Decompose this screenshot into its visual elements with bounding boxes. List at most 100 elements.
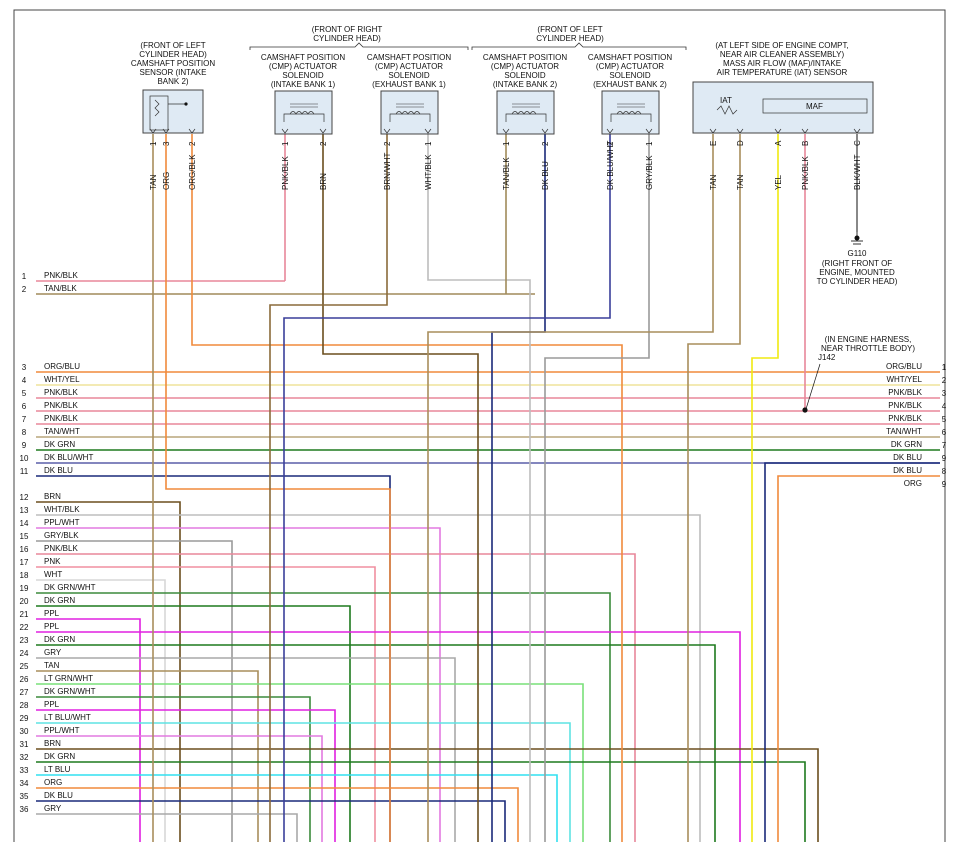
pin-wire-label: GRY/BLK <box>645 155 654 190</box>
left-wire-label: LT BLU/WHT <box>44 713 91 722</box>
left-pin-number: 34 <box>20 779 29 788</box>
wire-right-8 <box>764 462 940 842</box>
ground-g110-label: G110 <box>848 249 868 258</box>
left-pin-number: 28 <box>20 701 29 710</box>
act-intake-bank1-caption: (INTAKE BANK 1) <box>271 80 336 89</box>
left-wire-label: PPL/WHT <box>44 518 80 527</box>
wire-row-33 <box>36 774 558 842</box>
component-pin-labels: TAN1ORG3ORG/BLK2PNK/BLK1BRN2BRN/WHT2WHT/… <box>149 128 862 190</box>
wire-row-23 <box>36 644 716 842</box>
left-head-caption: (FRONT OF LEFT <box>537 25 602 34</box>
left-pin-number: 35 <box>20 792 29 801</box>
wire-row-34 <box>36 787 519 842</box>
right-head-caption: CYLINDER HEAD) <box>313 34 381 43</box>
left-wire-label: PNK/BLK <box>44 388 78 397</box>
right-wire-label: PNK/BLK <box>888 388 922 397</box>
wire-row-14 <box>36 527 441 842</box>
pin-wire-label: DK BLU/WHT <box>606 141 615 190</box>
wire-row-15 <box>36 540 233 842</box>
pin-wire-label: ORG <box>162 172 171 190</box>
right-pin-number: 3 <box>942 389 947 398</box>
pin-terminal <box>424 128 432 134</box>
left-wire-label: DK BLU <box>44 466 73 475</box>
iat-label: IAT <box>720 96 732 105</box>
act-exhaust-bank1-caption: CAMSHAFT POSITION <box>367 53 452 62</box>
wire-sensor-org <box>165 134 391 842</box>
right-wire-label: PNK/BLK <box>888 414 922 423</box>
right-wire-label: DK GRN <box>891 440 922 449</box>
pin-wire-label: TAN <box>736 174 745 190</box>
act-intake-bank2-caption: CAMSHAFT POSITION <box>483 53 568 62</box>
left-wire-label: LT BLU <box>44 765 71 774</box>
cmp-actuator-intake-bank1-box[interactable] <box>274 90 333 135</box>
splice-j142-dot <box>802 363 821 413</box>
right-pin-number: 7 <box>942 441 947 450</box>
left-pin-number: 4 <box>22 376 27 385</box>
cmp-actuator-exhaust-bank2-box[interactable] <box>601 90 660 135</box>
left-wire-label: DK GRN <box>44 635 75 644</box>
group-brackets <box>249 42 687 50</box>
left-pin-number: 26 <box>20 675 29 684</box>
left-head-caption: CYLINDER HEAD) <box>536 34 604 43</box>
pin-number: 1 <box>645 141 654 146</box>
left-pin-number: 10 <box>20 454 29 463</box>
left-wire-label: TAN/WHT <box>44 427 80 436</box>
wire-row-19 <box>36 592 611 842</box>
left-wire-label: PPL/WHT <box>44 726 80 735</box>
right-pin-number: 2 <box>942 376 947 385</box>
left-wire-label: WHT <box>44 570 62 579</box>
left-wire-label: PNK <box>44 557 61 566</box>
left-wire-label: PPL <box>44 700 60 709</box>
act-intake-bank1-caption: CAMSHAFT POSITION <box>261 53 346 62</box>
pin-number: 2 <box>541 141 550 146</box>
pin-terminal <box>319 128 327 134</box>
pin-number: A <box>774 140 783 146</box>
maf-iat-caption: (AT LEFT SIDE OF ENGINE COMPT, <box>715 41 848 50</box>
cmp-actuator-exhaust-bank1-box[interactable] <box>380 90 439 135</box>
wire-row-12 <box>36 501 181 842</box>
wire-act2-brnwht <box>269 134 388 842</box>
left-pin-number: 2 <box>22 285 27 294</box>
left-pin-number: 32 <box>20 753 29 762</box>
pin-wire-label: PNK/BLK <box>801 156 810 190</box>
pin-number: 2 <box>383 141 392 146</box>
right-pin-number: 9 <box>942 480 947 489</box>
cmp-sensor-caption: BANK 2) <box>157 77 188 86</box>
wire-right-9 <box>777 475 940 842</box>
cmp-sensor-box[interactable] <box>142 89 204 134</box>
cmp-actuator-intake-bank2-box[interactable] <box>496 90 555 135</box>
wire-act1-brn <box>322 134 479 842</box>
wire-row-20 <box>36 605 351 842</box>
pin-terminal <box>801 128 809 134</box>
wire-act4-gryblk <box>544 134 650 842</box>
act-intake-bank1-caption: (CMP) ACTUATOR <box>269 62 337 71</box>
pin-wire-label: BRN/WHT <box>383 153 392 190</box>
left-pin-number: 33 <box>20 766 29 775</box>
left-pin-number: 11 <box>20 467 29 476</box>
pin-number: 2 <box>188 141 197 146</box>
left-wire-label: PNK/BLK <box>44 544 78 553</box>
maf-iat-sensor-box[interactable]: IAT MAF <box>692 81 874 134</box>
left-pin-number: 13 <box>20 506 29 515</box>
pin-terminal <box>645 128 653 134</box>
left-wire-label: GRY <box>44 648 62 657</box>
wire-row-16 <box>36 553 636 842</box>
left-pin-number: 36 <box>20 805 29 814</box>
left-pin-number: 31 <box>20 740 29 749</box>
pin-terminal <box>188 128 196 134</box>
pin-wire-label: DK BLU <box>541 161 550 190</box>
wire-act3-dkblu <box>491 134 546 842</box>
pin-terminal <box>774 128 782 134</box>
left-wire-label: PPL <box>44 609 60 618</box>
pin-number: 2 <box>606 141 615 146</box>
act-intake-bank2-caption: SOLENOID <box>504 71 546 80</box>
left-pin-number: 9 <box>22 441 27 450</box>
pin-terminal <box>709 128 717 134</box>
cmp-sensor-caption: SENSOR (INTAKE <box>140 68 207 77</box>
act-exhaust-bank2-caption: CAMSHAFT POSITION <box>588 53 673 62</box>
left-wire-label: PNK/BLK <box>44 401 78 410</box>
ground-caption: ENGINE, MOUNTED <box>819 268 895 277</box>
left-pin-number: 7 <box>22 415 27 424</box>
